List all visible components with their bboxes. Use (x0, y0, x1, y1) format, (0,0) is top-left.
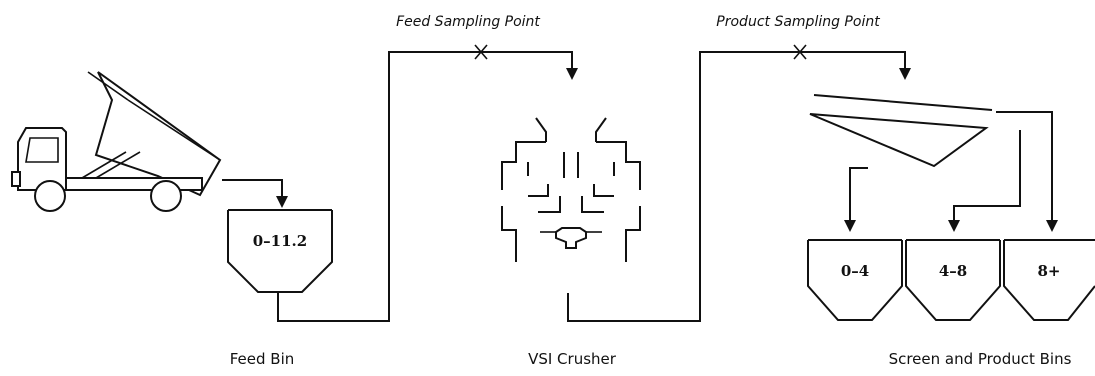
product-bin-1-icon (807, 239, 903, 321)
dump-truck-icon (11, 71, 222, 212)
feed-bin-icon (227, 209, 333, 293)
product-sampling-point-marker (793, 44, 807, 60)
feed-bin-caption: Feed Bin (230, 350, 295, 368)
screen-and-product-bins-caption: Screen and Product Bins (889, 350, 1072, 368)
product-sampling-point-label: Product Sampling Point (716, 14, 880, 30)
feed-sampling-point-marker (474, 44, 488, 60)
product-bin-2-label: 4–8 (939, 262, 967, 280)
product-bin-3-label: 8+ (1037, 262, 1060, 280)
vsi-crusher-icon (501, 117, 641, 262)
product-conveyor-line (567, 51, 911, 322)
feed-conveyor-line (277, 51, 578, 322)
screen-middle-arrow (948, 130, 1021, 232)
screen-oversize-arrow (996, 111, 1058, 232)
screen-fines-arrow (844, 167, 868, 232)
vsi-crusher-caption: VSI Crusher (528, 350, 617, 368)
truck-to-feed-bin-arrow (222, 179, 288, 208)
product-bin-2-icon (905, 239, 1001, 321)
feed-sampling-point-label: Feed Sampling Point (396, 14, 540, 30)
product-bin-1-label: 0–4 (841, 262, 869, 280)
feed-bin-range-label: 0–11.2 (253, 232, 307, 250)
vibrating-screen-icon (809, 94, 993, 168)
product-bin-3-icon (1003, 239, 1095, 321)
